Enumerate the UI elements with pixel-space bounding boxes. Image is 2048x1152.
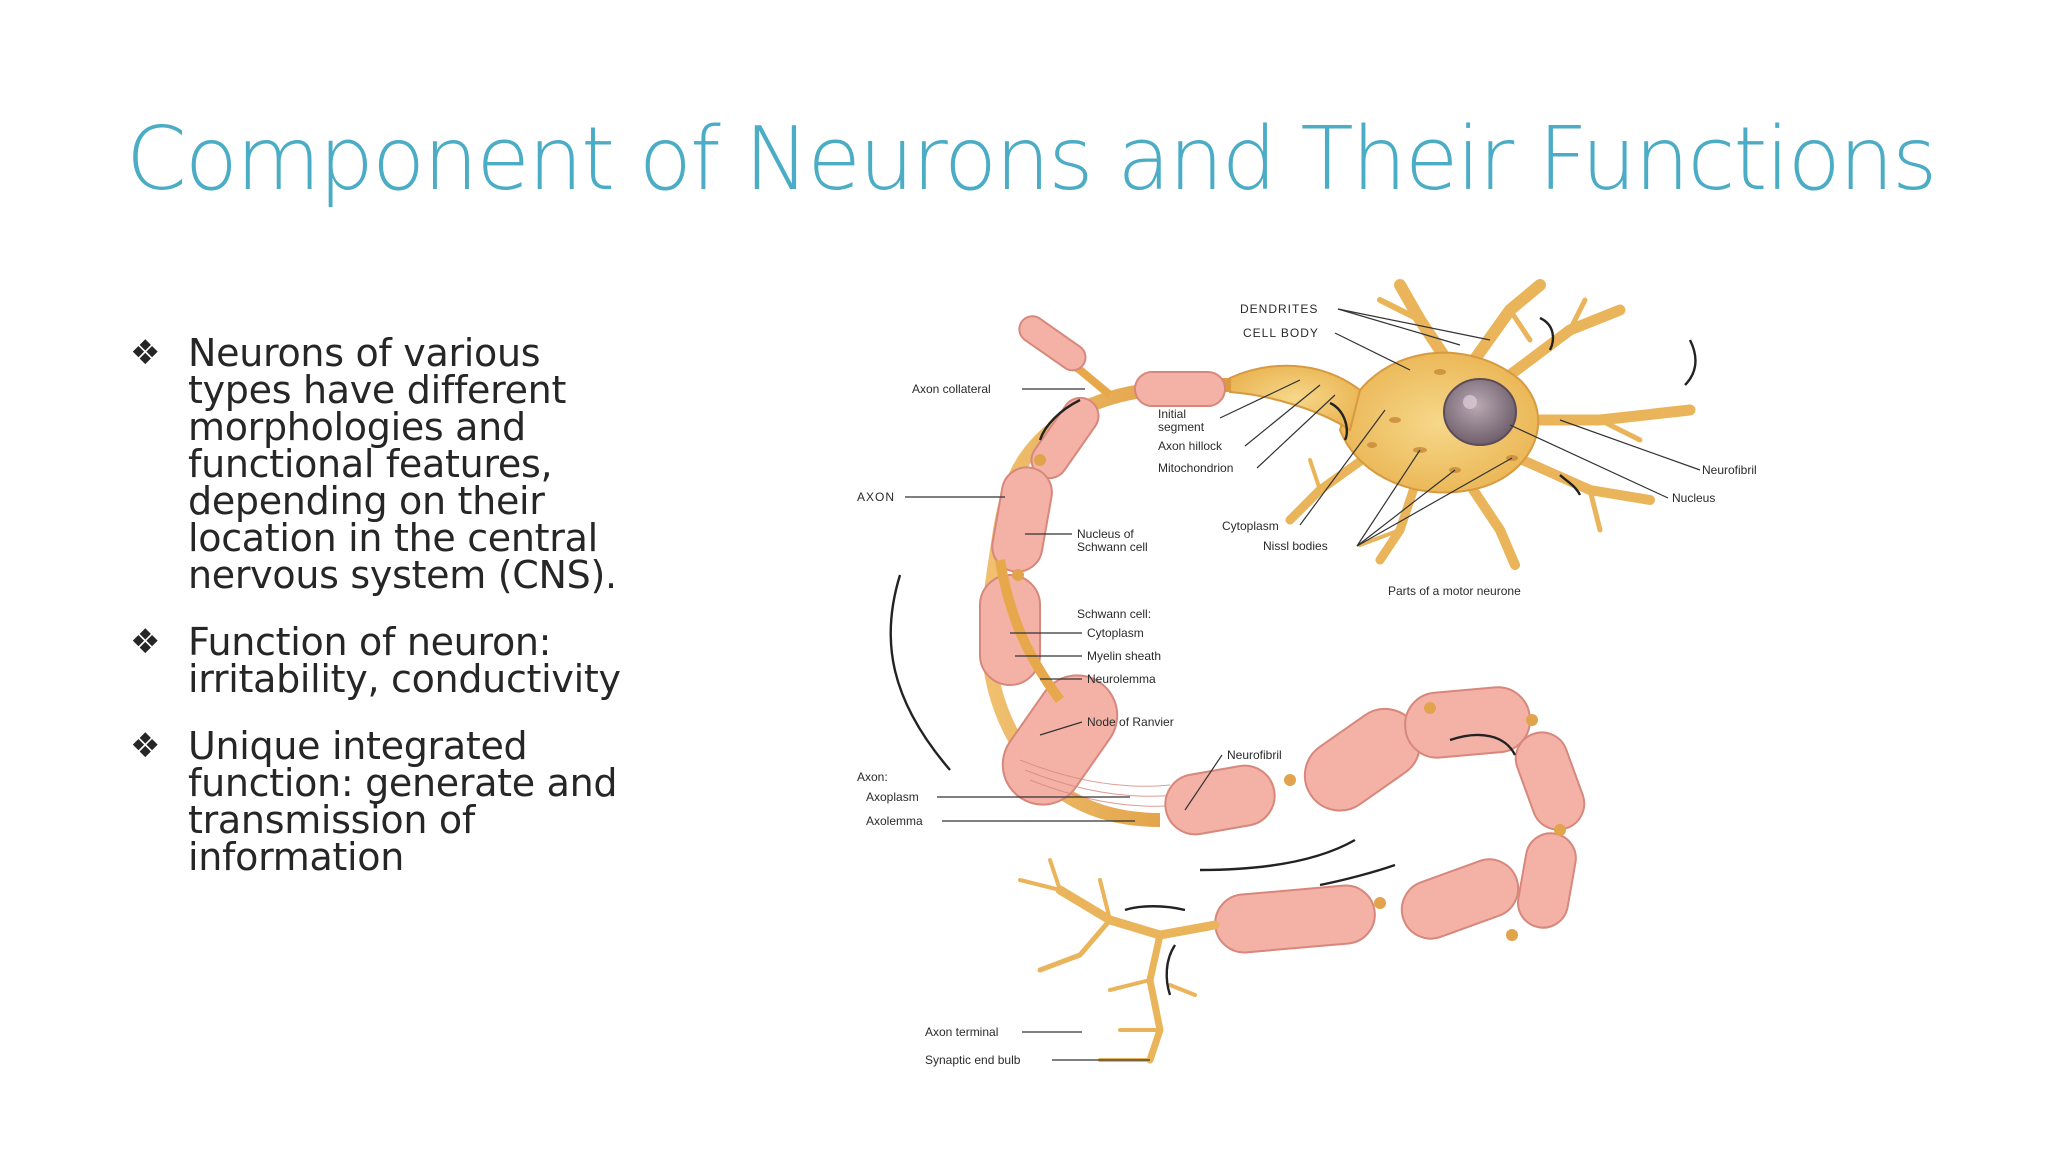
bullet-text: Function of neuron: irritability, conduc… xyxy=(188,620,621,701)
four-diamond-bullet-icon: ❖ xyxy=(130,622,161,662)
label-axoplasm: Axoplasm xyxy=(866,790,919,804)
bullet-item: ❖ Neurons of various types have differen… xyxy=(130,333,650,594)
label-node-of-ranvier: Node of Ranvier xyxy=(1087,715,1174,729)
label-schwann-cell: Schwann cell: xyxy=(1077,607,1151,621)
bullet-text: Neurons of various types have different … xyxy=(188,331,617,597)
four-diamond-bullet-icon: ❖ xyxy=(130,726,161,766)
neuron-diagram-svg: DENDRITES CELL BODY Axon collateral Init… xyxy=(857,279,1757,1067)
label-nissl-bodies: Nissl bodies xyxy=(1263,539,1328,553)
bullet-list: ❖ Neurons of various types have differen… xyxy=(130,333,650,906)
label-axolemma: Axolemma xyxy=(866,814,923,828)
nucleus xyxy=(1443,378,1517,446)
cell-body xyxy=(1229,279,1696,570)
label-dendrites: DENDRITES xyxy=(1240,302,1318,316)
label-mitochondrion: Mitochondrion xyxy=(1158,461,1233,475)
bullet-item: ❖ Function of neuron: irritability, cond… xyxy=(130,622,650,698)
myelin-layers xyxy=(1019,759,1181,807)
four-diamond-bullet-icon: ❖ xyxy=(130,333,161,373)
label-neurofibril-top: Neurofibril xyxy=(1702,463,1757,477)
diagram-labels: DENDRITES CELL BODY Axon collateral Init… xyxy=(857,302,1757,1067)
axon-hillock xyxy=(1229,364,1362,432)
label-synaptic-end-bulb: Synaptic end bulb xyxy=(925,1053,1021,1067)
label-axon: AXON xyxy=(857,490,895,504)
label-axon-colon: Axon: xyxy=(857,770,888,784)
label-nucleus: Nucleus xyxy=(1672,491,1715,505)
slide-title: Component of Neurons and Their Functions xyxy=(126,108,1937,210)
label-cell-body: CELL BODY xyxy=(1243,326,1319,340)
label-schwann-cytoplasm: Cytoplasm xyxy=(1087,626,1144,640)
label-axon-hillock: Axon hillock xyxy=(1158,439,1223,453)
label-cytoplasm: Cytoplasm xyxy=(1222,519,1279,533)
axon xyxy=(979,315,1586,954)
label-myelin-sheath: Myelin sheath xyxy=(1087,649,1161,663)
bullet-item: ❖ Unique integrated function: generate a… xyxy=(130,726,650,876)
axon-terminals xyxy=(1018,858,1220,1064)
label-neurofibril-mid: Neurofibril xyxy=(1227,748,1282,762)
signal-flow-arrows xyxy=(889,316,1697,996)
label-neurolemma: Neurolemma xyxy=(1087,672,1156,686)
neuron-diagram: DENDRITES CELL BODY Axon collateral Init… xyxy=(840,270,1780,1080)
label-axon-terminal: Axon terminal xyxy=(925,1025,998,1039)
figure-caption: Parts of a motor neurone xyxy=(1388,584,1521,598)
label-axon-collateral: Axon collateral xyxy=(912,382,991,396)
bullet-text: Unique integrated function: generate and… xyxy=(188,724,618,879)
